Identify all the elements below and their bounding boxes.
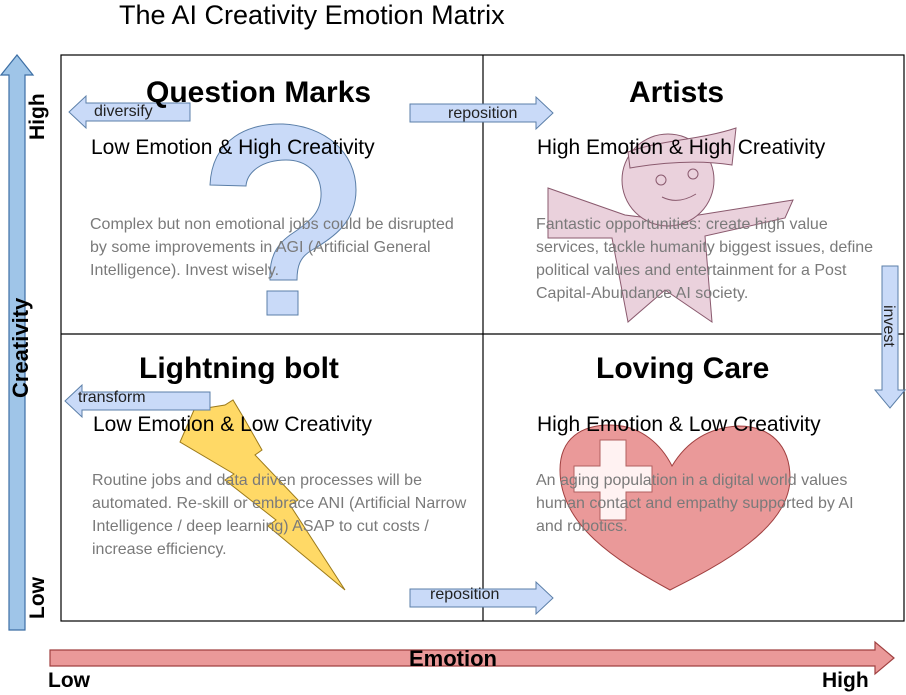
- reposition-bottom-label: reposition: [430, 586, 500, 603]
- y-axis-title: Creativity: [8, 297, 33, 398]
- reposition-top-arrow: [409, 95, 554, 131]
- lightning-bolt-description: Routine jobs and data driven processes w…: [92, 472, 467, 558]
- lightning-bolt-title: Lightning bolt: [139, 352, 339, 385]
- loving-care-title: Loving Care: [596, 352, 770, 385]
- artists-title: Artists: [629, 76, 725, 109]
- lightning-bolt-icon: [179, 399, 346, 591]
- invest-label: invest: [880, 305, 897, 347]
- reposition-top-label: reposition: [448, 105, 518, 122]
- x-axis-low-label: Low: [48, 669, 90, 692]
- diversify-label: diversify: [94, 103, 153, 120]
- loving-care-subtitle: High Emotion & Low Creativity: [537, 413, 821, 436]
- question-marks-title: Question Marks: [146, 76, 372, 109]
- artists-subtitle: High Emotion & High Creativity: [537, 136, 826, 159]
- transform-arrow: [64, 383, 211, 419]
- transform-label: transform: [78, 389, 146, 406]
- invest-arrow: [873, 265, 906, 409]
- reposition-bottom-arrow: [409, 580, 554, 616]
- page-title: The AI Creativity Emotion Matrix: [119, 0, 505, 30]
- loving-care-description: An aging population in a digital world v…: [536, 472, 854, 535]
- question-marks-subtitle: Low Emotion & High Creativity: [91, 136, 375, 159]
- question-marks-description: Complex but non emotional jobs could be …: [90, 216, 454, 279]
- x-axis-title: Emotion: [409, 646, 497, 671]
- question-mark-icon: [209, 123, 357, 316]
- diversify-arrow: [68, 94, 191, 130]
- artists-description: Fantastic opportunities: create high val…: [536, 216, 874, 302]
- x-axis-high-label: High: [822, 669, 869, 692]
- emotion-axis-arrow: [49, 640, 895, 676]
- y-axis-low-label: Low: [26, 577, 49, 619]
- creativity-axis-arrow: [0, 54, 35, 631]
- y-axis-high-label: High: [26, 93, 49, 140]
- artist-figure-icon: [547, 127, 794, 324]
- medical-cross-icon: [573, 439, 653, 521]
- lightning-bolt-subtitle: Low Emotion & Low Creativity: [93, 413, 372, 436]
